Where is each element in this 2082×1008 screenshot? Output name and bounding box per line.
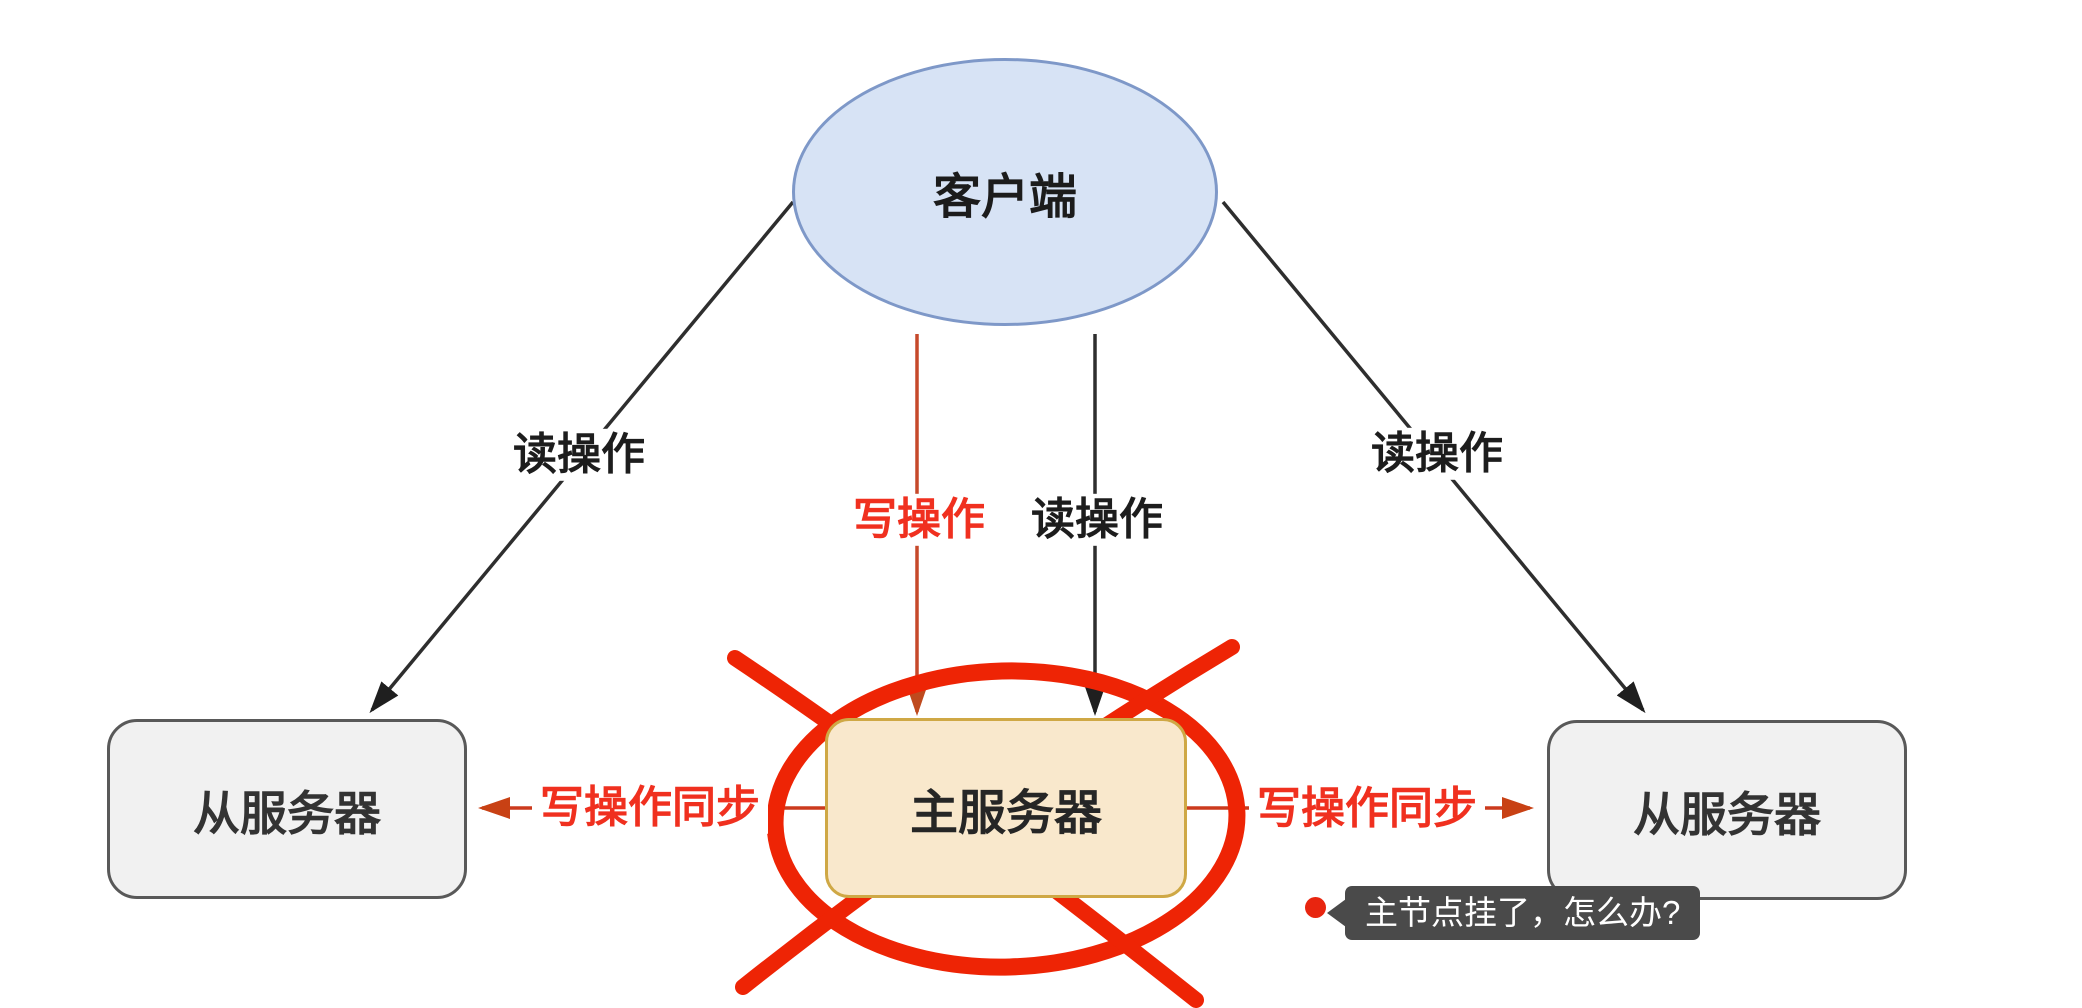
client-node: 客户端 [792, 58, 1218, 326]
slave-left-node-label: 从服务器 [193, 786, 381, 840]
annotation-tooltip: 主节点挂了，怎么办? [1345, 886, 1701, 940]
client-node-label: 客户端 [932, 171, 1077, 224]
annotation-dot-icon [1305, 897, 1326, 918]
slave-right-node: 从服务器 [1547, 720, 1907, 900]
master-node: 主服务器 [825, 718, 1187, 898]
slave-right-node-label: 从服务器 [1633, 787, 1821, 841]
write-edge-middle-label: 写操作 [845, 493, 993, 547]
sync-edge-left-label: 写操作同步 [532, 781, 768, 835]
read-edge-right-label: 读操作 [1363, 427, 1511, 481]
sync-edge-right-label: 写操作同步 [1249, 782, 1485, 836]
read-edge-middle-label: 读操作 [1023, 493, 1171, 547]
master-node-label: 主服务器 [909, 787, 1102, 840]
slave-left-node: 从服务器 [107, 719, 467, 899]
read-edge-left-label: 读操作 [505, 428, 653, 482]
tooltip-tail-icon [1327, 899, 1346, 927]
failure-circle-stroke [766, 662, 1246, 976]
